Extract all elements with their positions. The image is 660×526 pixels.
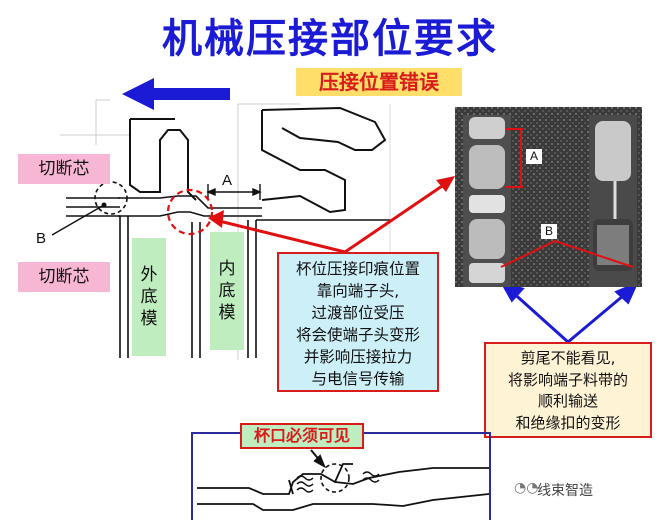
inner-die-char: 内	[218, 259, 236, 279]
outer-die-char: 外	[140, 265, 158, 285]
blue-arrows-to-photo	[499, 281, 639, 344]
wechat-icon: ◔◔	[514, 480, 539, 496]
watermark: 线束智造	[537, 483, 593, 499]
callout-line: 将会使端子头变形	[295, 326, 420, 344]
inner-die-char: 底	[218, 281, 236, 301]
crimp-position-callout: 杯位压接印痕位置 靠向端子头, 过渡部位受压 将会使端子头变形 并影响压接拉力 …	[277, 252, 439, 392]
callout-line: 靠向端子头,	[316, 282, 400, 300]
upper-die-left	[129, 118, 197, 201]
callout-line: 和绝缘扣的变形	[515, 413, 621, 432]
page-title: 机械压接部位要求	[162, 16, 498, 62]
outer-die-char: 底	[140, 287, 158, 307]
marker-b: B	[36, 230, 47, 247]
callout-line: 与电信号传输	[311, 370, 405, 388]
error-subtitle: 压接位置错误	[296, 68, 462, 96]
terminal-wire	[66, 195, 390, 358]
inner-die-label: 内 底 模	[210, 232, 244, 350]
b-leader-line	[51, 204, 105, 236]
callout-line: 顺利输送	[537, 392, 598, 410]
callout-line: 剪尾不能看见,	[520, 349, 616, 367]
red-arrow-to-photo	[344, 176, 455, 254]
callout-line: 过渡部位受压	[311, 304, 405, 322]
outer-die-char: 模	[140, 309, 158, 329]
marker-a: A	[222, 172, 233, 189]
upper-die-right	[261, 106, 387, 214]
outer-die-label: 外 底 模	[132, 238, 166, 356]
red-arrow-to-crimp	[208, 210, 346, 254]
cut-point-circle	[94, 181, 128, 215]
callout-line: 将影响端子料带的	[507, 370, 628, 389]
dimension-a	[206, 184, 262, 200]
photo-label-a: A	[526, 149, 542, 164]
inner-die-char: 模	[218, 303, 236, 323]
tail-cut-callout: 剪尾不能看见, 将影响端子料带的 顺利输送 和绝缘扣的变形	[484, 342, 652, 438]
crimp-photo	[455, 107, 642, 287]
cup-visible-label: 杯口必须可见	[240, 423, 364, 449]
direction-arrow-icon	[122, 78, 230, 110]
photo-label-b: B	[541, 224, 557, 239]
callout-line: 并影响压接拉力	[303, 348, 413, 366]
callout-line: 杯位压接印痕位置	[295, 260, 420, 278]
cut-core-label-top: 切断芯	[18, 154, 110, 184]
crimp-error-circle	[166, 188, 214, 236]
cut-core-label-bottom: 切断芯	[18, 262, 110, 292]
